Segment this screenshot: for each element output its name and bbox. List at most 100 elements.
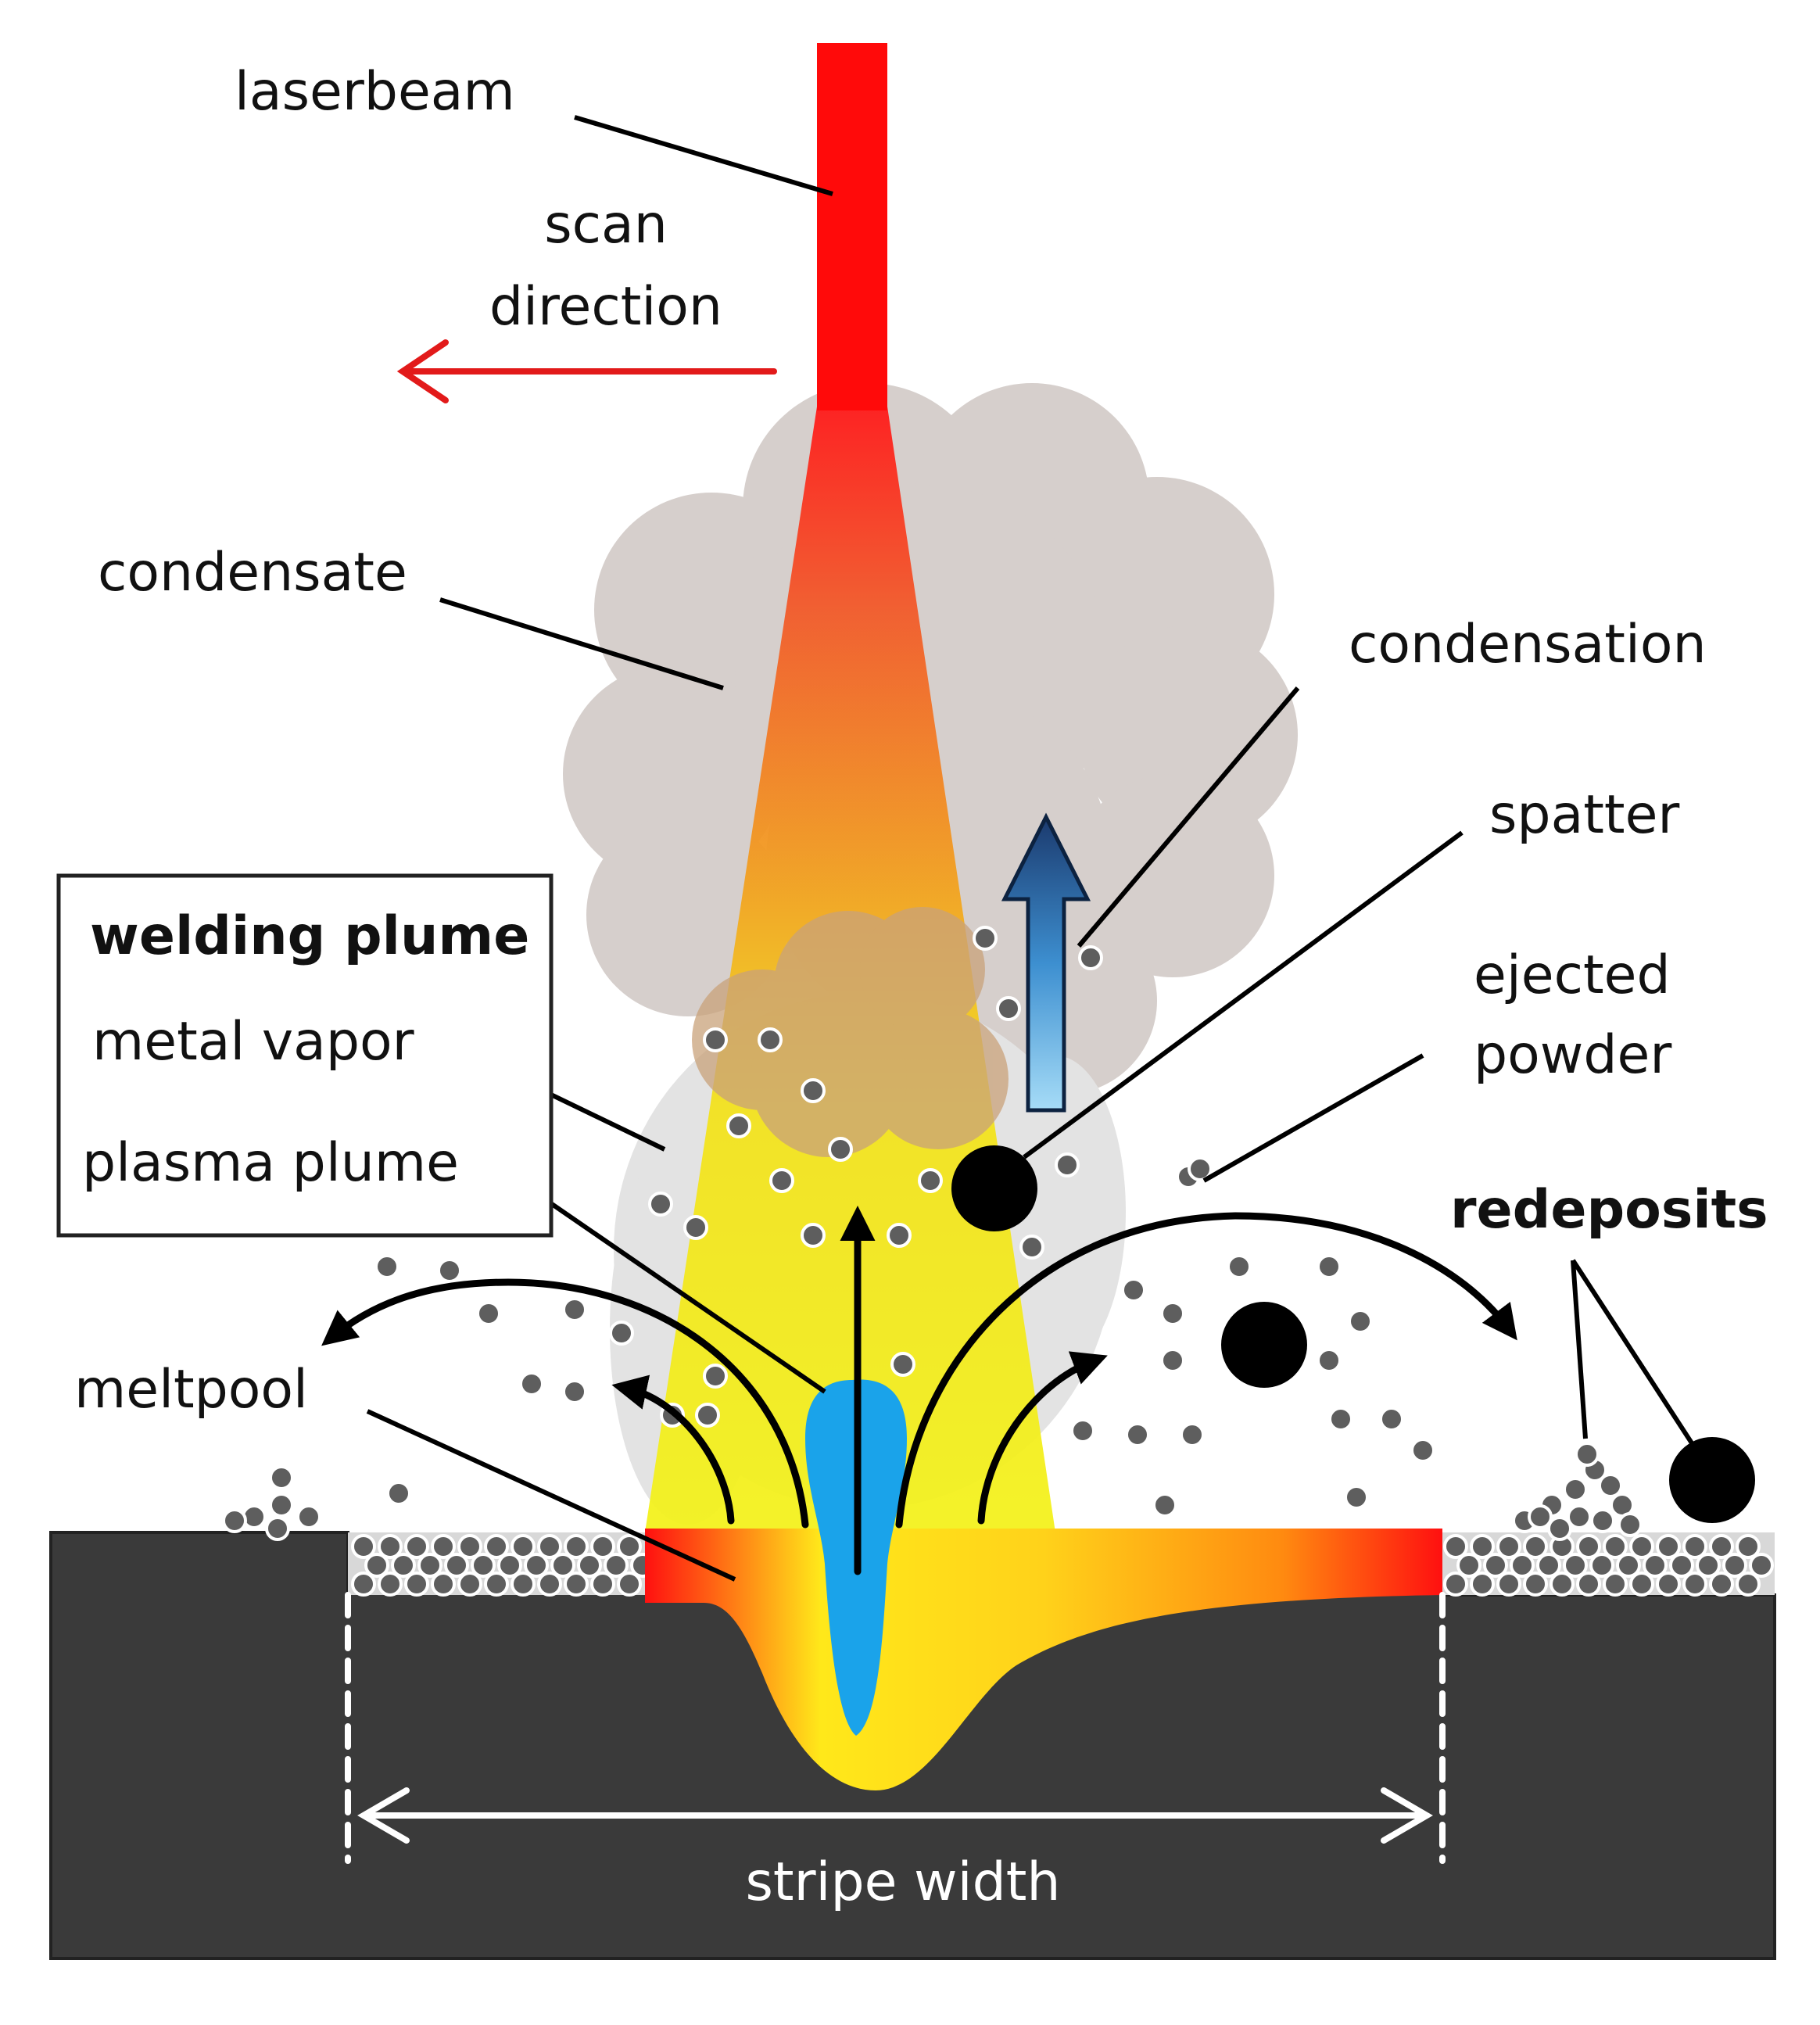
powder-particle-29 xyxy=(497,1553,522,1578)
vapor-particle-15 xyxy=(1078,945,1103,970)
spatter-ball-1 xyxy=(951,1145,1037,1231)
laser-beam xyxy=(817,43,887,410)
powder-particle-27 xyxy=(444,1553,469,1578)
powder-particle-10 xyxy=(590,1534,615,1559)
powder-particle-21 xyxy=(1682,1534,1707,1559)
vapor-particle-41 xyxy=(1410,1438,1435,1463)
powder-particle-18 xyxy=(1603,1534,1628,1559)
label-ejected: ejected xyxy=(1474,944,1671,1006)
powder-particle-53 xyxy=(511,1572,536,1597)
powder-particle-61 xyxy=(1523,1572,1548,1597)
label-powder: powder xyxy=(1474,1024,1671,1086)
powder-particle-23 xyxy=(1736,1534,1761,1559)
vapor-particle-29 xyxy=(1121,1278,1146,1303)
powder-particle-36 xyxy=(1483,1553,1508,1578)
powder-particle-7 xyxy=(511,1534,536,1559)
powder-particle-38 xyxy=(1536,1553,1561,1578)
label-redeposits: redeposits xyxy=(1450,1179,1768,1241)
flow-arrows xyxy=(321,1206,1517,1575)
vapor-particle-26 xyxy=(703,1364,728,1389)
vapor-particle-33 xyxy=(1125,1422,1150,1447)
vapor-particle-20 xyxy=(476,1301,501,1326)
powder-particle-26 xyxy=(417,1553,442,1578)
vapor-particle-45 xyxy=(269,1465,294,1490)
powder-particle-71 xyxy=(269,1493,294,1518)
label-direction: direction xyxy=(489,276,722,338)
vapor-particle-39 xyxy=(1328,1407,1353,1432)
powder-particle-8 xyxy=(537,1534,562,1559)
vapor-particle-46 xyxy=(386,1481,411,1506)
vapor-particle-19 xyxy=(437,1258,462,1283)
vapor-particle-30 xyxy=(1160,1301,1185,1326)
vapor-particles xyxy=(269,926,1435,1518)
leader-lines xyxy=(366,115,1699,1582)
powder-particle-20 xyxy=(1656,1534,1681,1559)
powder-particle-65 xyxy=(1629,1572,1654,1597)
powder-particle-37 xyxy=(1510,1553,1535,1578)
powder-particle-12 xyxy=(1443,1534,1468,1559)
powder-particle-60 xyxy=(1496,1572,1521,1597)
vapor-particle-36 xyxy=(1317,1254,1342,1279)
powder-particle-40 xyxy=(1589,1553,1614,1578)
powder-particle-74 xyxy=(222,1508,247,1533)
powder-particle-66 xyxy=(1656,1572,1681,1597)
powder-particle-79 xyxy=(1598,1473,1623,1498)
powder-particle-59 xyxy=(1470,1572,1495,1597)
powder-particle-44 xyxy=(1696,1553,1721,1578)
powder-particle-82 xyxy=(1567,1504,1592,1529)
condensate-blob xyxy=(692,907,1009,1157)
powder-particle-49 xyxy=(404,1572,429,1597)
vapor-particle-21 xyxy=(562,1297,587,1322)
vapor-particle-6 xyxy=(769,1168,794,1193)
vapor-particle-43 xyxy=(1344,1485,1369,1510)
powder-particle-32 xyxy=(577,1553,602,1578)
powder-particle-48 xyxy=(378,1572,403,1597)
powder-particle-24 xyxy=(364,1553,389,1578)
powder-particle-73 xyxy=(265,1516,290,1541)
vapor-particle-13 xyxy=(1055,1152,1080,1177)
powder-particle-25 xyxy=(391,1553,416,1578)
powder-particle-19 xyxy=(1629,1534,1654,1559)
powder-particle-43 xyxy=(1669,1553,1694,1578)
scan-direction-arrow xyxy=(396,339,777,403)
powder-particle-45 xyxy=(1722,1553,1747,1578)
spatter-ball-2 xyxy=(1221,1302,1307,1388)
powder-particle-86 xyxy=(1528,1504,1553,1529)
powder-particle-17 xyxy=(1576,1534,1601,1559)
powder-particle-9 xyxy=(564,1534,589,1559)
vapor-particle-24 xyxy=(519,1371,544,1396)
label-stripe-width: stripe width xyxy=(746,1851,1061,1913)
condensation-arrow xyxy=(1001,812,1091,1113)
powder-particle-57 xyxy=(617,1572,642,1597)
vapor-particle-42 xyxy=(1152,1493,1177,1518)
powder-particle-85 xyxy=(1575,1442,1600,1467)
vapor-particle-12 xyxy=(1019,1235,1044,1260)
label-scan: scan xyxy=(544,194,668,256)
vapor-particle-1 xyxy=(703,1027,728,1052)
powder-particle-30 xyxy=(524,1553,549,1578)
redeposit-ball xyxy=(1669,1437,1755,1523)
powder-particle-47 xyxy=(351,1572,376,1597)
vapor-particle-23 xyxy=(890,1352,915,1377)
vapor-particle-35 xyxy=(1227,1254,1252,1279)
powder-particle-46 xyxy=(1749,1553,1774,1578)
powder-particle-35 xyxy=(1456,1553,1481,1578)
powder-particle-11 xyxy=(617,1534,642,1559)
label-condensate: condensate xyxy=(98,542,407,604)
powder-particle-14 xyxy=(1496,1534,1521,1559)
powder-particle-5 xyxy=(457,1534,482,1559)
powder-particle-4 xyxy=(431,1534,456,1559)
powder-particle-72 xyxy=(296,1504,321,1529)
vapor-particle-44 xyxy=(1188,1156,1213,1181)
vapor-particle-38 xyxy=(1317,1348,1342,1373)
powder-particle-28 xyxy=(471,1553,496,1578)
label-metal-vapor: metal vapor xyxy=(92,1011,414,1073)
vapor-particle-16 xyxy=(996,996,1021,1021)
vapor-particle-34 xyxy=(1180,1422,1205,1447)
powder-particle-77 xyxy=(1563,1477,1588,1502)
vapor-particle-31 xyxy=(1160,1348,1185,1373)
vapor-particle-18 xyxy=(374,1254,399,1279)
powder-particle-62 xyxy=(1550,1572,1575,1597)
powder-particle-55 xyxy=(564,1572,589,1597)
powder-particle-6 xyxy=(484,1534,509,1559)
